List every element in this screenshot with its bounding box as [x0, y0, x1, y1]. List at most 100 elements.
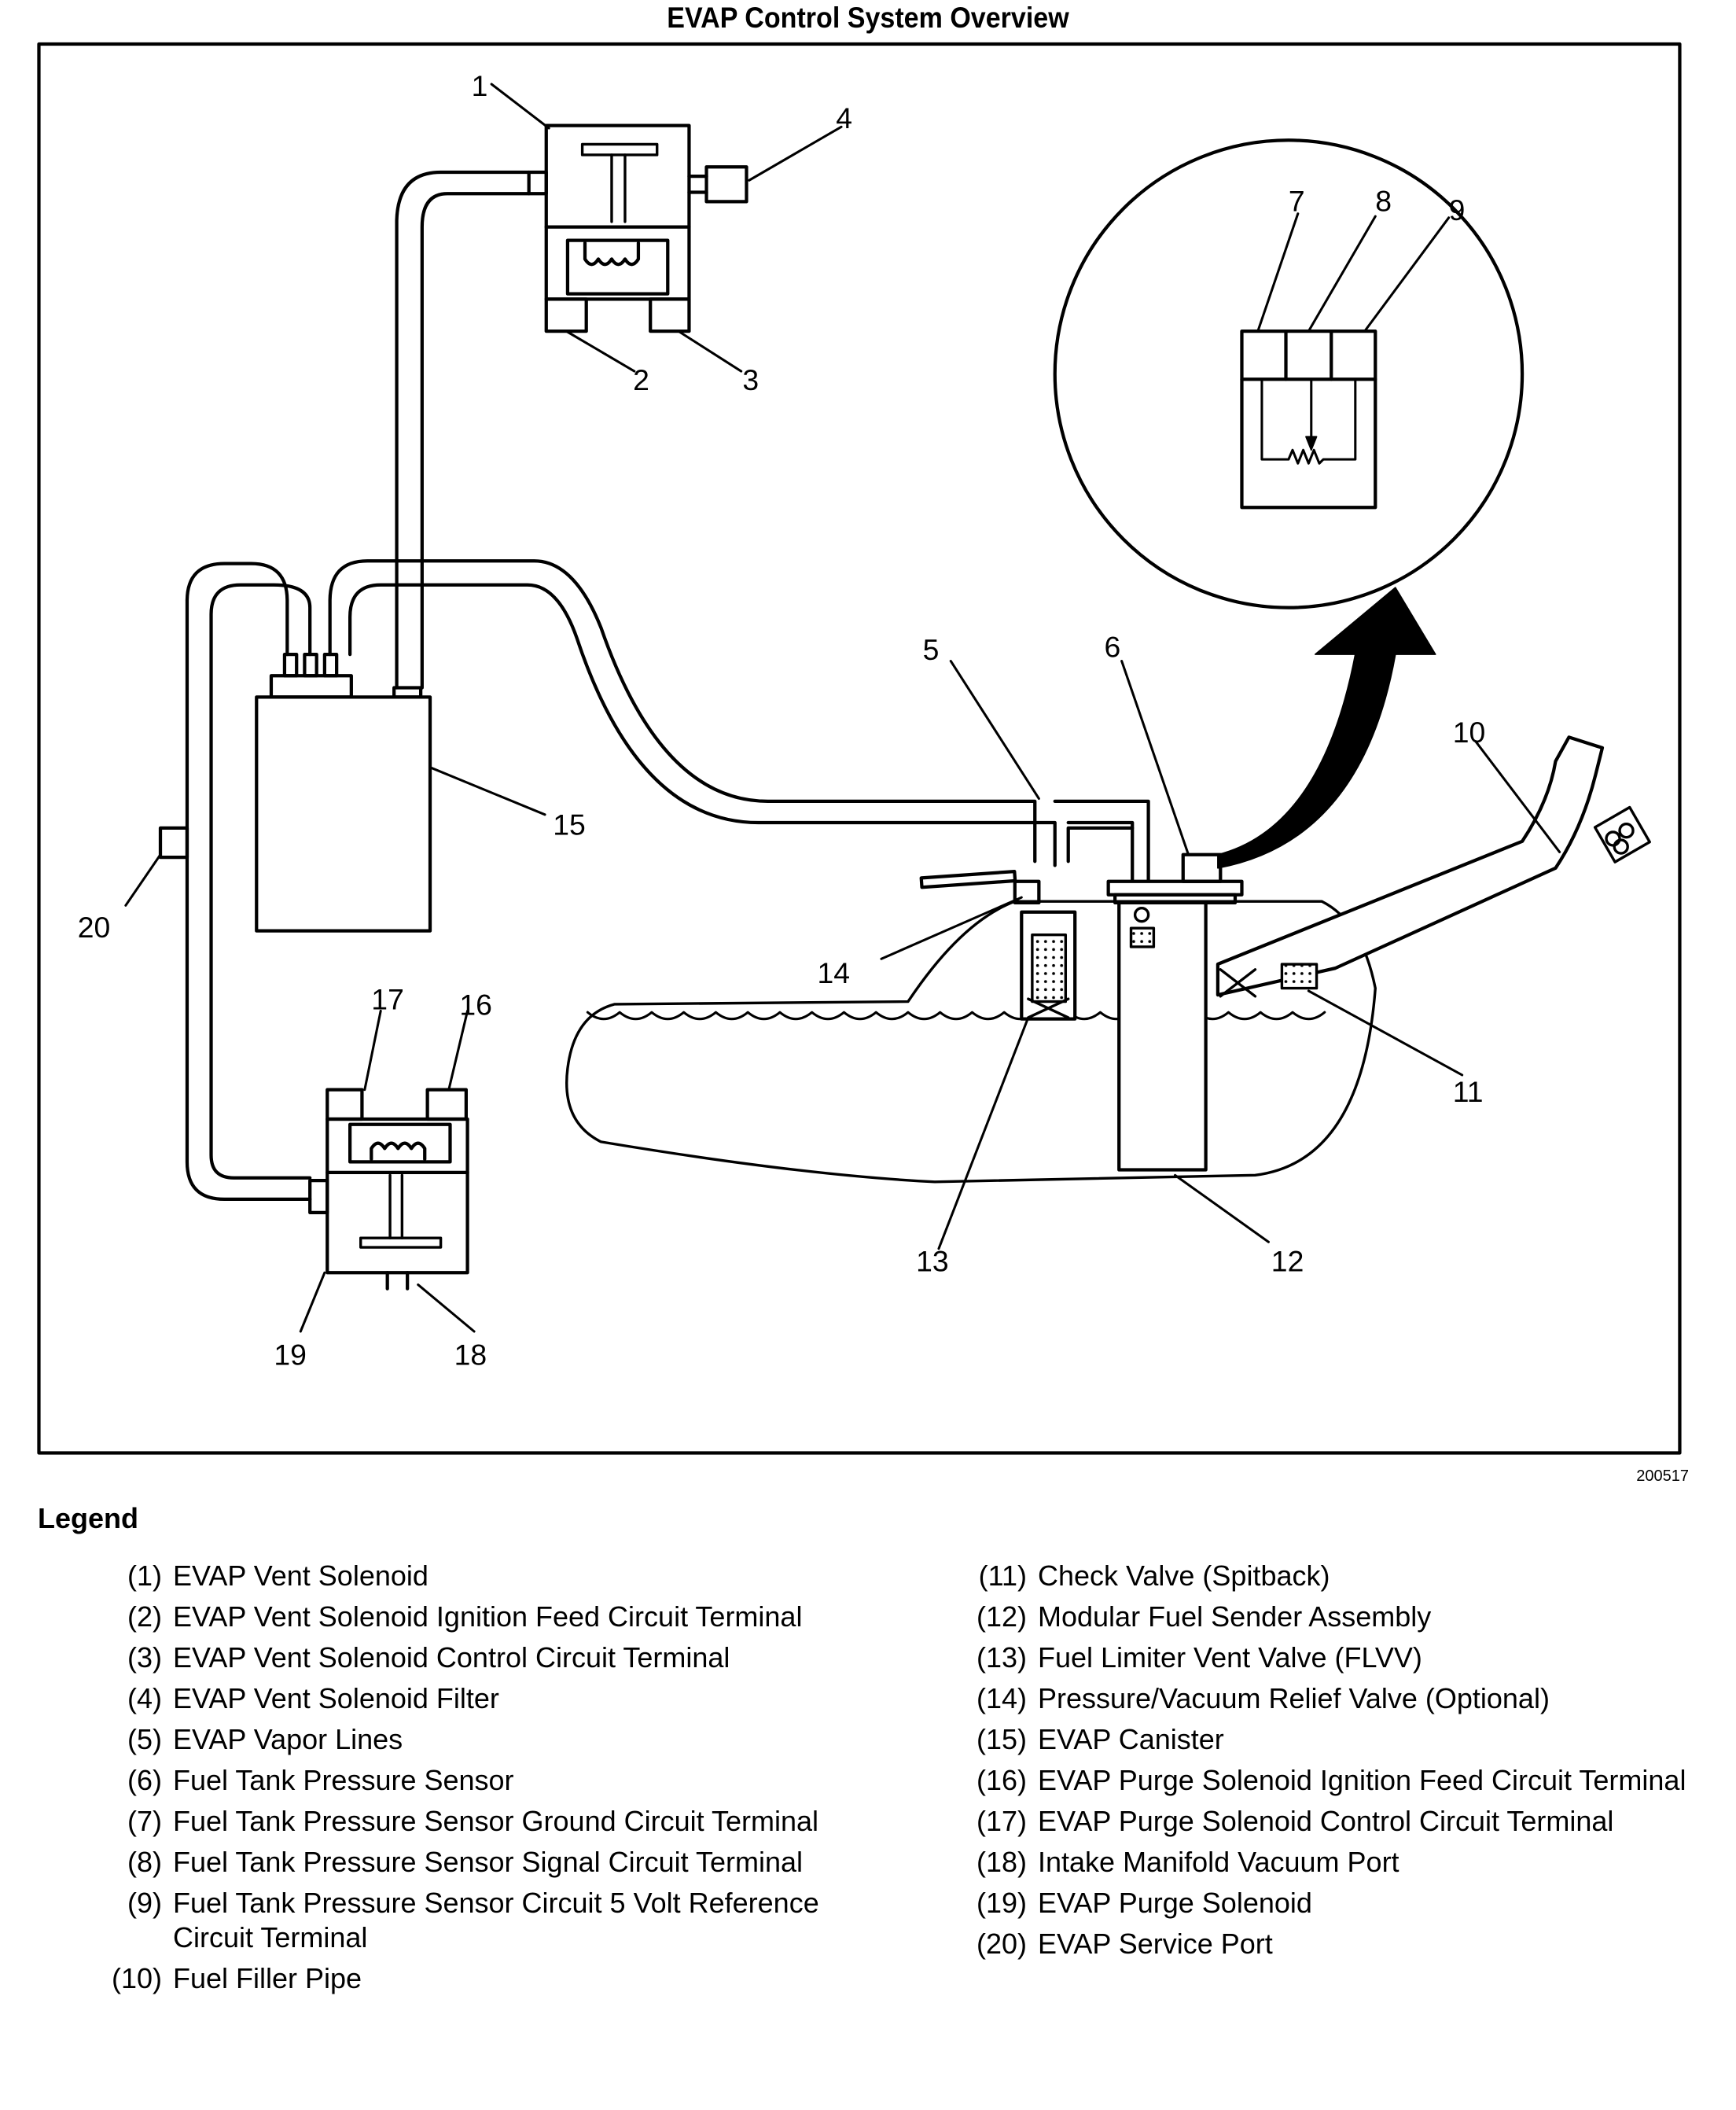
fuel-limiter-vent-valve: [1020, 910, 1077, 1021]
modular-fuel-sender-assembly: [1106, 879, 1244, 1172]
legend-text: Fuel Tank Pressure Sensor: [173, 1764, 514, 1796]
legend-right-column: (11) Check Valve (Spitback) (12) Modular F…: [951, 1559, 1706, 1968]
legend-number: (9): [127, 1887, 162, 1919]
legend-number: (10): [111, 1962, 162, 1994]
callout-10: 10: [1453, 716, 1486, 749]
legend-number: (15): [976, 1723, 1027, 1755]
callout-11: 11: [1453, 1075, 1484, 1108]
figure-id: 200517: [1636, 1467, 1689, 1485]
legend-text: Fuel Filler Pipe: [173, 1962, 362, 1994]
detail-arrow: [1217, 587, 1436, 869]
legend-text: EVAP Vent Solenoid Ignition Feed Circuit…: [173, 1600, 803, 1633]
legend-number: (4): [127, 1682, 162, 1714]
legend-item: (14) Pressure/Vacuum Relief Valve (Option…: [951, 1681, 1706, 1716]
callout-20: 20: [78, 911, 111, 944]
fuel-tank-pressure-sensor: [1181, 852, 1223, 883]
legend-item: (2) EVAP Vent Solenoid Ignition Feed Circ…: [86, 1600, 841, 1634]
diagram-title: EVAP Control System Overview: [667, 2, 1069, 34]
legend-item: (20) EVAP Service Port: [951, 1927, 1706, 1961]
legend-item: (8) Fuel Tank Pressure Sensor Signal Circ…: [86, 1845, 841, 1880]
legend-item: (4) EVAP Vent Solenoid Filter: [86, 1681, 841, 1716]
callout-4: 4: [836, 101, 852, 134]
legend-text: Check Valve (Spitback): [1038, 1559, 1330, 1592]
pressure-vacuum-relief-valve: [919, 870, 1041, 905]
legend-text: EVAP Vent Solenoid: [173, 1559, 428, 1592]
legend-number: (14): [976, 1682, 1027, 1714]
legend-item: (16) EVAP Purge Solenoid Ignition Feed Ci…: [951, 1763, 1706, 1798]
legend-text: Pressure/Vacuum Relief Valve (Optional): [1038, 1682, 1550, 1714]
diagram-frame: [37, 42, 1682, 1455]
legend-number: (20): [976, 1928, 1027, 1960]
callout-7: 7: [1289, 184, 1305, 217]
callout-3: 3: [742, 363, 759, 396]
legend-item: (12) Modular Fuel Sender Assembly: [951, 1600, 1706, 1634]
evap-purge-solenoid: [308, 1088, 469, 1291]
callout-19: 19: [274, 1338, 307, 1371]
callout-6: 6: [1105, 630, 1121, 663]
callout-17: 17: [371, 983, 404, 1016]
legend-number: (16): [976, 1764, 1027, 1796]
legend-text: EVAP Vent Solenoid Filter: [173, 1682, 499, 1714]
pressure-sensor-detail-circle: [1053, 138, 1525, 609]
fuel-filler-pipe: [1216, 735, 1605, 997]
legend-number: (1): [127, 1559, 162, 1592]
legend-text: Fuel Limiter Vent Valve (FLVV): [1038, 1641, 1422, 1674]
legend-item: (7) Fuel Tank Pressure Sensor Ground Circ…: [86, 1804, 841, 1839]
legend-number: (13): [976, 1641, 1027, 1674]
vent-solenoid-filter: [704, 165, 748, 204]
legend-text: Intake Manifold Vacuum Port: [1038, 1846, 1399, 1878]
legend-text: EVAP Vapor Lines: [173, 1723, 403, 1755]
legend-item: (17)EVAP Purge Solenoid Control Circuit …: [951, 1804, 1706, 1839]
legend-item: (10) Fuel Filler Pipe: [86, 1961, 841, 1996]
legend-number: (19): [976, 1887, 1027, 1919]
legend-number: (2): [127, 1600, 162, 1633]
legend-item: (3) EVAP Vent Solenoid Control Circuit Te…: [86, 1640, 841, 1675]
pressure-sensor-connector: [1240, 330, 1377, 510]
evap-service-port: [158, 826, 189, 860]
legend-number: (12): [976, 1600, 1027, 1633]
legend-item: (19) EVAP Purge Solenoid: [951, 1886, 1706, 1920]
legend-item: (15) EVAP Canister: [951, 1722, 1706, 1757]
legend-left-column: (1) EVAP Vent Solenoid (2) EVAP Vent Solen…: [86, 1559, 841, 2002]
legend-text: Fuel Tank Pressure Sensor Signal Circuit…: [173, 1846, 804, 1878]
evap-vent-solenoid: [527, 123, 748, 333]
legend-number: (3): [127, 1641, 162, 1674]
callout-12: 12: [1271, 1245, 1304, 1278]
vent-hose: [395, 170, 531, 690]
callout-18: 18: [454, 1338, 487, 1371]
legend-text: EVAP Purge Solenoid: [1038, 1887, 1312, 1919]
legend-text: Fuel Tank Pressure Sensor Ground Circuit…: [173, 1805, 819, 1837]
legend-text: EVAP Purge Solenoid Control Circuit Term…: [1038, 1805, 1614, 1837]
legend-item: (13) Fuel Limiter Vent Valve (FLVV): [951, 1640, 1706, 1675]
legend-text: EVAP Purge Solenoid Ignition Feed Circui…: [1038, 1764, 1686, 1796]
legend-text: EVAP Canister: [1038, 1723, 1224, 1755]
callout-9: 9: [1449, 193, 1466, 226]
legend-number: (11): [978, 1559, 1027, 1592]
legend-text: EVAP Vent Solenoid Control Circuit Termi…: [173, 1641, 730, 1674]
legend-item: (11) Check Valve (Spitback): [951, 1559, 1706, 1593]
legend-number: (6): [127, 1764, 162, 1796]
legend-number: (5): [127, 1723, 162, 1755]
callout-8: 8: [1375, 184, 1392, 217]
legend-number: (18): [976, 1846, 1027, 1878]
legend-item: (9) Fuel Tank Pressure Sensor Circuit 5 V…: [86, 1886, 841, 1955]
fuel-tank: [565, 900, 1377, 1184]
legend-item: (1) EVAP Vent Solenoid: [86, 1559, 841, 1593]
filler-cap: [1593, 805, 1651, 864]
callout-2: 2: [633, 363, 649, 396]
legend-number: (7): [127, 1805, 162, 1837]
legend-item: (6) Fuel Tank Pressure Sensor: [86, 1763, 841, 1798]
legend-text: Fuel Tank Pressure Sensor Circuit 5 Volt…: [173, 1887, 819, 1953]
callout-5: 5: [923, 633, 940, 666]
legend-text: Modular Fuel Sender Assembly: [1038, 1600, 1432, 1633]
callout-13: 13: [916, 1245, 949, 1278]
callout-16: 16: [459, 989, 492, 1022]
legend-item: (18) Intake Manifold Vacuum Port: [951, 1845, 1706, 1880]
evap-canister: [255, 652, 432, 933]
check-valve: [1280, 963, 1319, 990]
callout-1: 1: [472, 69, 488, 102]
legend-number: (8): [127, 1846, 162, 1878]
legend-text: EVAP Service Port: [1038, 1928, 1273, 1960]
legend-item: (5) EVAP Vapor Lines: [86, 1722, 841, 1757]
